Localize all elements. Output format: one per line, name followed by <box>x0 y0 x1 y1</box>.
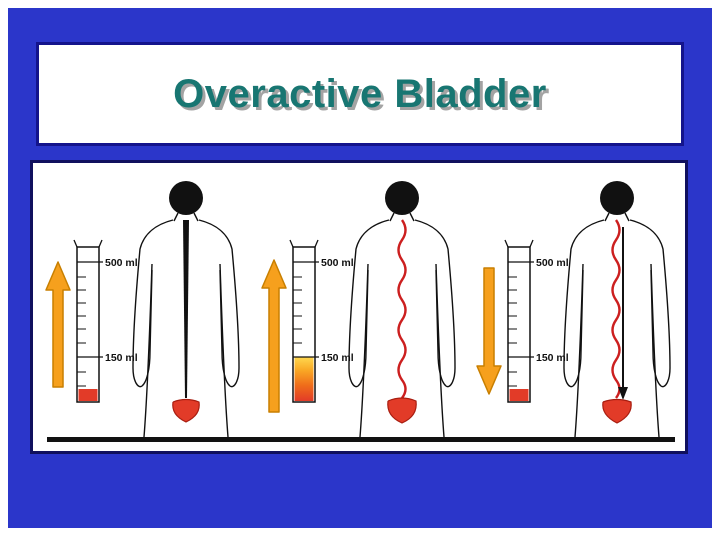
diagram-panel: 500 ml 150 ml <box>30 160 688 454</box>
void-arrowhead-icon <box>618 387 628 400</box>
label-150ml: 150 ml <box>321 352 354 364</box>
head <box>384 181 419 215</box>
head <box>600 181 634 215</box>
label-150ml: 150 ml <box>105 352 138 364</box>
bladder <box>172 398 200 423</box>
nerve-signal-straight <box>183 220 189 398</box>
nerve-signal-wavy <box>396 219 407 399</box>
measuring-cylinder: 500 ml 150 ml <box>288 239 354 403</box>
up-arrow-icon <box>260 259 287 413</box>
ground-line <box>47 437 675 442</box>
human-figure <box>132 181 240 437</box>
figure-involuntary-void: 500 ml 150 ml <box>476 181 671 437</box>
nerve-signal-wavy <box>611 219 621 399</box>
urine-fill <box>294 357 313 401</box>
label-500ml: 500 ml <box>105 257 138 269</box>
page-title: Overactive Bladder <box>173 71 547 116</box>
label-150ml: 150 ml <box>536 352 569 364</box>
bladder <box>602 398 632 424</box>
measuring-cylinder: 500 ml 150 ml <box>73 239 138 403</box>
urine-fill <box>78 389 98 401</box>
figure-urgency: 500 ml 150 ml <box>260 181 456 437</box>
label-500ml: 500 ml <box>536 257 569 269</box>
human-figure <box>347 181 456 437</box>
bladder <box>386 397 417 424</box>
figure-row: 500 ml 150 ml <box>33 163 685 451</box>
down-arrow-icon <box>476 267 502 395</box>
figure-filling-normal: 500 ml 150 ml <box>45 181 240 437</box>
head <box>169 181 203 215</box>
measuring-cylinder: 500 ml 150 ml <box>504 239 569 403</box>
human-figure <box>563 181 671 437</box>
title-box: Overactive Bladder <box>36 42 684 146</box>
up-arrow-icon <box>45 261 71 388</box>
urine-fill <box>509 389 529 401</box>
label-500ml: 500 ml <box>321 257 354 269</box>
slide-background: Overactive Bladder <box>8 8 712 528</box>
